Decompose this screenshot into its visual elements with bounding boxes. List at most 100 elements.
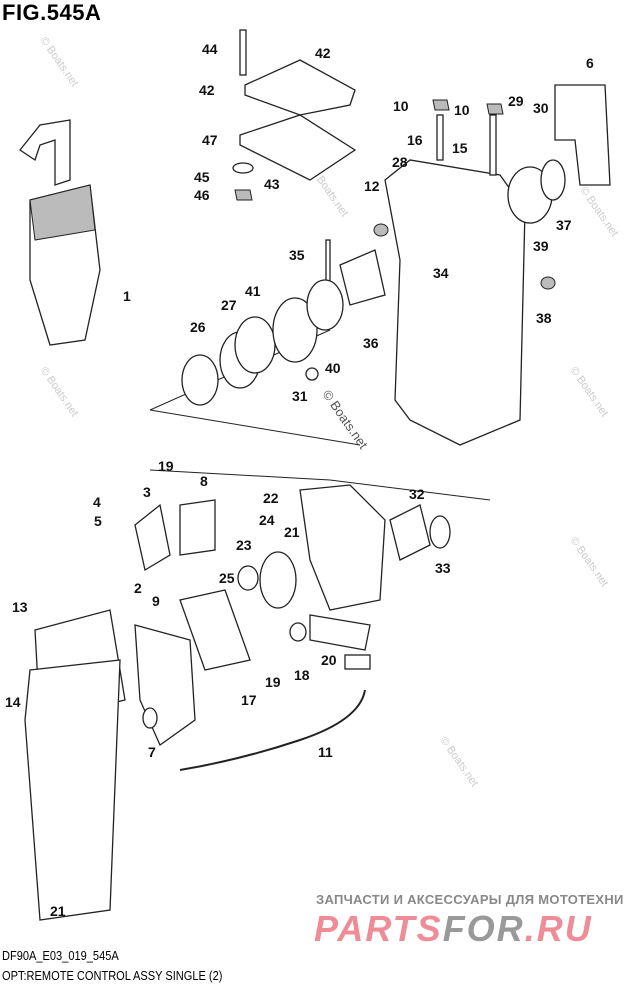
diagram-code: DF90A_E03_019_545A: [2, 948, 119, 963]
callout-label: 36: [363, 335, 379, 351]
callout-label: 4: [93, 494, 101, 510]
shop-logo: PARTSFOR.RU: [314, 911, 593, 947]
part-housing: [384, 159, 526, 446]
callout-label: 26: [190, 319, 206, 335]
callout-label: 35: [289, 247, 305, 263]
section-line: [149, 469, 491, 501]
part-bracket-8: [179, 499, 216, 556]
part-cap: [373, 223, 389, 237]
callout-label: 11: [318, 744, 333, 760]
callout-label: 1: [123, 288, 131, 304]
callout-label: 42: [315, 45, 331, 61]
part-shaft: [134, 503, 171, 572]
callout-label: 31: [292, 388, 308, 404]
callout-label: 18: [294, 667, 310, 683]
part-nut: [486, 103, 504, 115]
callout-label: 28: [392, 154, 408, 170]
part-switch: [344, 654, 371, 670]
shop-tagline: ЗАПЧАСТИ И АКСЕССУАРЫ ДЛЯ МОТОТЕХНИКИ: [316, 892, 624, 907]
part-plate-20: [309, 614, 371, 651]
callout-label: 17: [241, 692, 257, 708]
callout-labels: 44 42 42 47 45 43 46 10 10 29 30 6 16 15…: [5, 41, 594, 919]
callout-label: 9: [152, 593, 160, 609]
callout-label: 30: [533, 100, 549, 116]
callout-label: 38: [536, 310, 552, 326]
part-nut: [234, 189, 253, 201]
callout-label: 34: [433, 265, 449, 281]
callout-label: 40: [325, 360, 341, 376]
watermark: © Boats.net: [568, 535, 611, 589]
callout-label: 5: [94, 513, 102, 529]
callout-label: 12: [364, 178, 380, 194]
callout-label: 23: [236, 537, 252, 553]
part-gasket: [239, 114, 357, 181]
part-ring: [234, 316, 276, 374]
part-gear: [272, 297, 318, 363]
figure-title: FIG.545A: [2, 0, 102, 25]
part-gear-32: [389, 504, 431, 561]
callout-label: 21: [284, 524, 300, 540]
callout-label: 8: [200, 473, 208, 489]
part-cover-2: [134, 624, 196, 746]
part-side-plate: [24, 659, 121, 921]
part-ring: [540, 159, 566, 201]
part-screw: [239, 29, 247, 76]
part-stud: [436, 114, 444, 161]
part-nut: [432, 99, 450, 111]
callout-label: 16: [407, 132, 423, 148]
callout-label: 10: [393, 98, 409, 114]
callout-label: 42: [199, 82, 215, 98]
callout-label: 45: [194, 169, 210, 185]
logo-text: FOR: [442, 908, 525, 949]
logo-text: .RU: [524, 908, 593, 949]
callout-label: 37: [556, 217, 572, 233]
watermark: © Boats.net: [438, 735, 481, 789]
callout-label: 10: [454, 102, 470, 118]
watermark: © Boats.net: [38, 35, 81, 89]
callout-label: 32: [409, 486, 425, 502]
callout-label: 2: [134, 580, 142, 596]
part-ball: [305, 367, 319, 381]
callout-label: 20: [321, 652, 337, 668]
callout-label: 29: [508, 93, 524, 109]
callout-label: 41: [245, 283, 261, 299]
part-washer: [306, 279, 344, 331]
diagram-description: OPT:REMOTE CONTROL ASSY SINGLE (2): [2, 968, 223, 983]
part-cap: [540, 276, 556, 290]
part-lever-17: [179, 589, 251, 671]
part-stud: [489, 114, 497, 176]
callout-label: 25: [219, 570, 235, 586]
callout-label: 46: [194, 187, 210, 203]
callout-label: 6: [586, 55, 594, 71]
callout-label: 43: [264, 176, 280, 192]
part-drum: [339, 249, 386, 306]
part-washer-33: [429, 515, 451, 549]
part-washer: [232, 162, 254, 174]
part-cover-plate: [244, 59, 356, 116]
callout-label: 47: [202, 132, 218, 148]
part-cam-24: [259, 551, 297, 609]
watermark: © Boats.net: [578, 185, 621, 239]
callout-label: 14: [5, 694, 21, 710]
part-housing-22: [299, 484, 386, 611]
callout-label: 19: [158, 458, 174, 474]
watermark: © Boats.net: [568, 365, 611, 419]
callout-label: 15: [452, 140, 468, 156]
part-roller-23: [237, 565, 259, 591]
part-clip-7: [142, 707, 158, 729]
watermark: © Boats.net: [38, 365, 81, 419]
callout-label: 21: [50, 903, 66, 919]
callout-label: 3: [143, 484, 151, 500]
callout-label: 39: [533, 238, 549, 254]
callout-label: 13: [12, 599, 28, 615]
logo-text: PARTS: [314, 908, 443, 949]
callout-label: 33: [435, 560, 451, 576]
callout-label: 7: [148, 744, 156, 760]
callout-label: 44: [202, 41, 218, 57]
part-wire-11: [179, 689, 366, 771]
callout-label: 22: [263, 490, 279, 506]
part-pin: [325, 239, 331, 286]
callout-label: 19: [265, 674, 281, 690]
